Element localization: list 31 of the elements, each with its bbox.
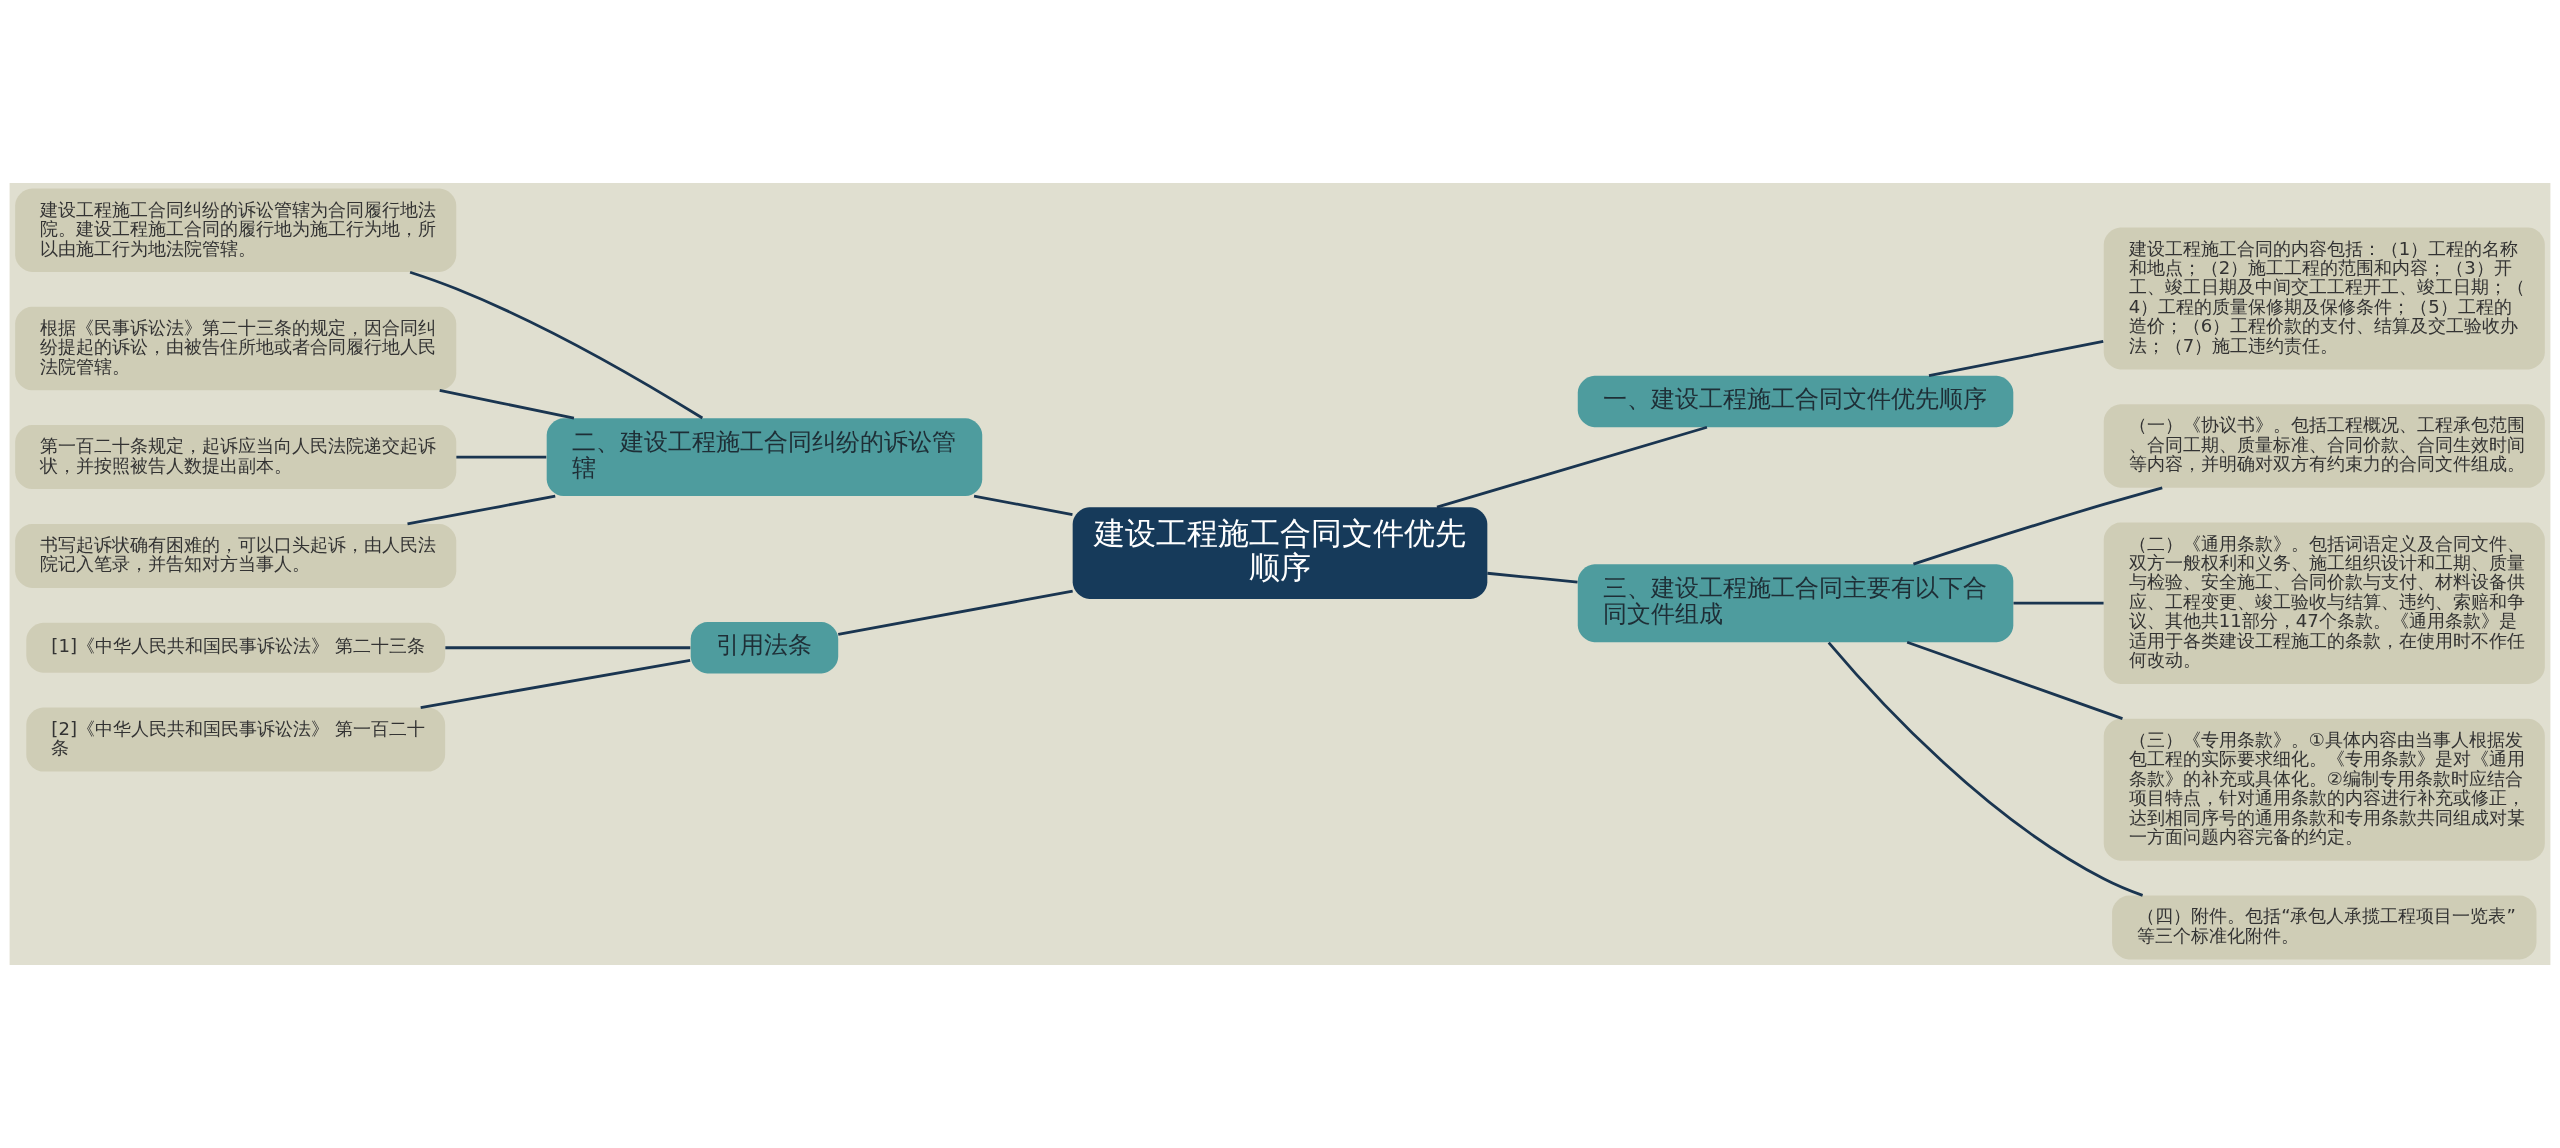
connector	[2013, 601, 2104, 605]
node-box: 建设工程施工合同的内容包括：（1）工程的名称和地点；（2）施工工程的范围和内容；（3）开工、竣工日期及中间交工工程开工、竣工日期；（4）工程的质量保修期及保修条件；（5）工程的造价；（6）工程价款的支付、结算及交工验收办法；（7）施工违约责任。	[2103, 227, 2545, 370]
connector	[456, 455, 547, 459]
node-box: （二）《通用条款》。包括词语定义及合同文件、双方一般权利和义务、施工组织设计和工期、质量与检验、安全施工、合同价款与支付、材料设备供应、工程变更、竣工验收与结算、违约、索赔和争议、其他共11部分，47个条款。《通用条款》是适用于各类建设工程施工的条款，在使用时不作任何改动。	[2103, 522, 2545, 684]
node-box: 建设工程施工合同纠纷的诉讼管辖为合同履行地法院。建设工程施工合同的履行地为施工行为地，所以由施工行为地法院管辖。	[15, 188, 457, 273]
node-box: [2]《中华人民共和国民事诉讼法》 第一百二十条	[26, 707, 446, 772]
node-box: 根据《民事诉讼法》第二十三条的规定，因合同纠纷提起的诉讼，由被告住所地或者合同履行地人民法院管辖。	[15, 306, 457, 391]
node-box: （一）《协议书》。包括工程概况、工程承包范围、合同工期、质量标准、合同价款、合同生效时间等内容，并明确对双方有约束力的合同文件组成。	[2103, 404, 2545, 488]
node-box: 引用法条	[690, 622, 839, 674]
node-box: 第一百二十条规定，起诉应当向人民法院递交起诉状，并按照被告人数提出副本。	[15, 425, 457, 490]
node-box: [1]《中华人民共和国民事诉讼法》 第二十三条	[26, 622, 446, 673]
connector	[420, 659, 691, 709]
node-box: 三、建设工程施工合同主要有以下合同文件组成	[1577, 564, 2014, 643]
connector	[838, 589, 1073, 636]
connector	[409, 270, 704, 420]
connector	[1928, 340, 2104, 377]
connector	[1487, 571, 1578, 584]
connector	[973, 494, 1073, 516]
connector	[1436, 425, 1708, 509]
node-box: 书写起诉状确有困难的，可以口头起诉，由人民法院记入笔录，并告知对方当事人。	[15, 523, 457, 588]
connector	[439, 389, 575, 420]
node-box: （四）附件。包括“承包人承揽工程项目一览表”等三个标准化附件。	[2112, 895, 2537, 960]
connector	[445, 646, 691, 650]
connector	[1913, 486, 2163, 566]
node-box: （三）《专用条款》。①具体内容由当事人根据发包工程的实际要求细化。《专用条款》是对《通用条款》的补充或具体化。②编制专用条款时应结合项目特点，针对通用条款的内容进行补充或修正，达到相同序号的通用条款和专用条款共同组成对某一方面问题内容完备的约定。	[2103, 718, 2545, 861]
node-box: 二、建设工程施工合同纠纷的诉讼管辖	[546, 418, 983, 497]
connector	[1906, 641, 2123, 720]
connector	[1827, 641, 2144, 897]
node-box: 建设工程施工合同文件优先顺序	[1072, 507, 1488, 600]
node-box: 一、建设工程施工合同文件优先顺序	[1577, 375, 2014, 428]
connector	[407, 494, 556, 526]
